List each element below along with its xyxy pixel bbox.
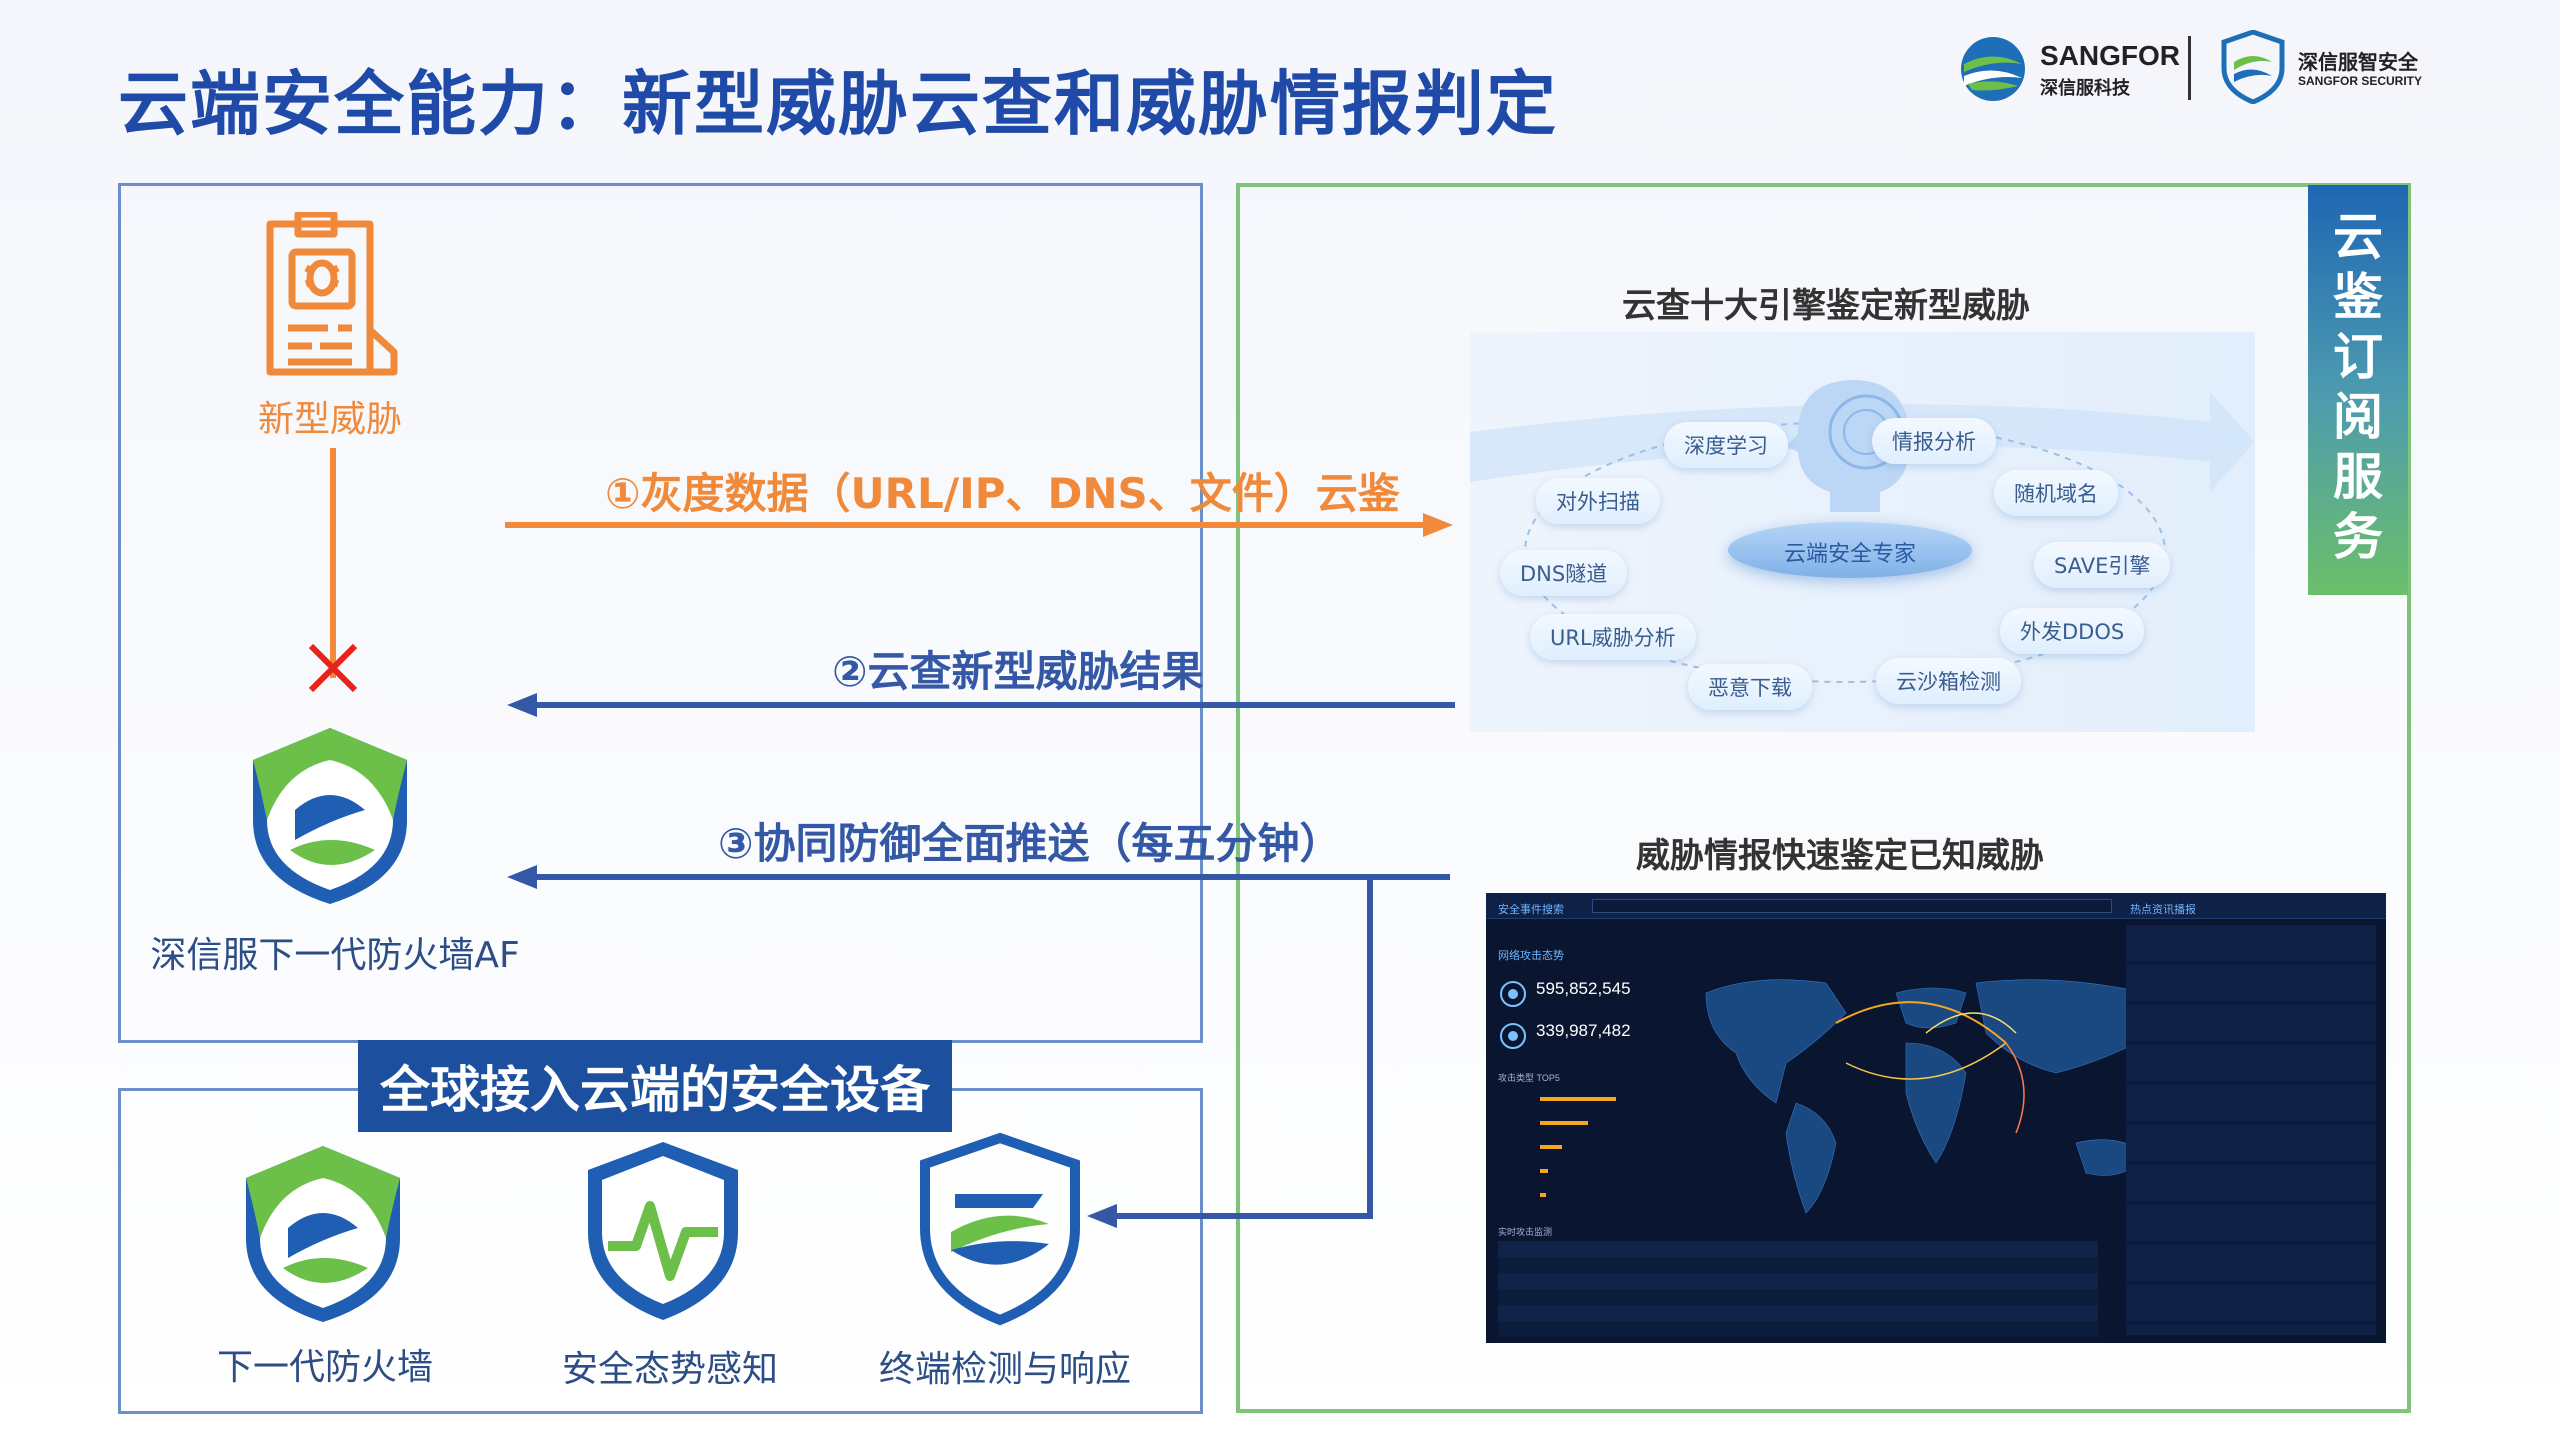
brand-divider (2188, 36, 2191, 100)
world-map (1705, 979, 2147, 1214)
engine-cloud-sandbox: 云沙箱检测 (1876, 658, 2021, 704)
threat-intel-dashboard: 安全事件搜索 热点资讯播报 网络攻击态势 595,852,545 339,987… (1486, 893, 2386, 1343)
sangfor-globe-icon (1961, 37, 2025, 101)
arrow3-label: ③协同防御全面推送（每五分钟） (718, 819, 1342, 868)
dashboard-stat1: 595,852,545 (1536, 979, 1631, 998)
cloud-box (1236, 183, 2411, 1413)
global-devices-tag: 全球接入云端的安全设备 (358, 1040, 952, 1132)
engine-external-scan: 对外扫描 (1536, 478, 1660, 524)
engine-intel-analysis: 情报分析 (1872, 418, 1996, 464)
news-feed (2126, 925, 2376, 1335)
dashboard-section-title: 网络攻击态势 (1498, 950, 1564, 962)
device-sip-label: 安全态势感知 (561, 1349, 778, 1390)
sangfor-logo: SANGFOR 深信服科技 (1958, 34, 2180, 104)
firewall-shield-icon (253, 728, 407, 904)
engine-title: 云查十大引擎鉴定新型威胁 (1622, 286, 2030, 326)
new-threat-label: 新型威胁 (257, 399, 402, 440)
engine-deep-learning: 深度学习 (1664, 422, 1788, 468)
intel-title: 威胁情报快速鉴定已知威胁 (1636, 836, 2044, 876)
engine-dns-tunnel: DNS隧道 (1500, 550, 1628, 596)
engine-random-domain: 随机域名 (1994, 470, 2118, 516)
engine-malicious-download: 恶意下载 (1688, 664, 1812, 710)
sangfor-security-logo: 深信服智安全 SANGFOR SECURITY (2220, 29, 2450, 106)
security-en: SANGFOR SECURITY (2298, 74, 2423, 88)
realtime-table (1498, 1241, 2098, 1337)
engine-panel: 云端安全专家 (1470, 332, 2255, 732)
ngfw-shield-icon (246, 1146, 400, 1322)
arrow3-branch (1087, 877, 1373, 1228)
dashboard-stat2: 339,987,482 (1536, 1021, 1631, 1040)
security-cn: 深信服智安全 (2298, 52, 2418, 74)
cloud-subscription-service-label: 云 鉴 订 阅 服 务 (2308, 185, 2408, 595)
top5-bar-2 (1540, 1121, 1588, 1125)
firewall-af-label: 深信服下一代防火墙AF (150, 935, 520, 976)
top5-bar-5 (1540, 1193, 1546, 1197)
engine-save: SAVE引擎 (2034, 542, 2171, 588)
top5-bar-3 (1540, 1145, 1562, 1149)
arrow1-line (505, 513, 1453, 537)
dashboard-search-input[interactable] (1592, 899, 2112, 913)
top5-bar-4 (1540, 1169, 1548, 1173)
sangfor-name: SANGFOR (2040, 40, 2180, 71)
arrow1-label: ①灰度数据（URL/IP、DNS、文件）云鉴 (605, 469, 1400, 518)
threat-vertical-line (330, 448, 336, 678)
dashboard-news-header: 热点资讯播报 (2130, 904, 2196, 916)
arrow2-label: ②云查新型威胁结果 (832, 647, 1204, 696)
page-title: 云端安全能力：新型威胁云查和威胁情报判定 (118, 63, 1558, 145)
engine-center-label: 云端安全专家 (1783, 542, 1916, 567)
security-shield-icon (2221, 29, 2285, 105)
dashboard-search-header: 安全事件搜索 (1498, 904, 1564, 916)
dashboard-target-icon (1500, 1023, 1526, 1049)
dashboard-realtime-title: 实时攻击监测 (1498, 1227, 1553, 1237)
blocked-cross-icon (308, 643, 358, 693)
device-edr-label: 终端检测与响应 (878, 1349, 1131, 1390)
situation-awareness-icon (588, 1142, 738, 1320)
arrow3-line (507, 865, 1450, 889)
engine-outbound-ddos: 外发DDOS (2000, 608, 2145, 654)
edr-shield-icon (920, 1132, 1080, 1326)
threat-document-icon (266, 212, 398, 376)
sangfor-cn: 深信服科技 (2040, 78, 2130, 98)
dashboard-eye-icon (1500, 981, 1526, 1007)
device-ngfw-label: 下一代防火墙 (216, 1347, 433, 1388)
dashboard-top5-title: 攻击类型 TOP5 (1498, 1073, 1560, 1083)
top5-bar-1 (1540, 1097, 1616, 1101)
engine-center-platform (1728, 522, 1972, 578)
arrow2-line (507, 693, 1455, 717)
engine-url-threat: URL威胁分析 (1530, 614, 1696, 660)
